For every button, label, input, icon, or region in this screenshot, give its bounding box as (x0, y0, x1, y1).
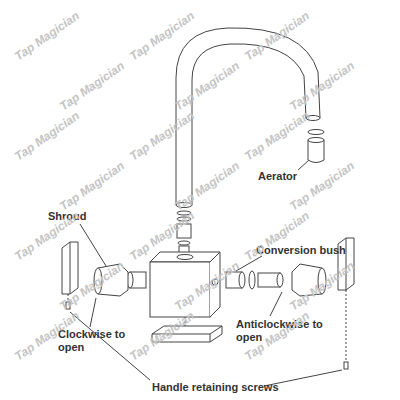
aerator-top (308, 138, 324, 143)
right-screw (344, 362, 348, 369)
shroud-leader (80, 224, 106, 266)
anticlockwise-leader (270, 292, 282, 316)
watermark-text: Tap Magician (12, 109, 82, 164)
watermark-text: Tap Magician (57, 59, 127, 114)
watermark-text: Tap Magician (127, 109, 197, 164)
right-o-ring (249, 271, 255, 289)
right-screw-axis (346, 290, 347, 360)
watermark-text: Tap Magician (242, 9, 312, 64)
aerator-body (308, 140, 324, 163)
watermark-text: Tap Magician (12, 9, 82, 64)
watermark-text: Tap Magician (172, 159, 242, 214)
aerator-leader (298, 160, 309, 170)
right-valve-end (277, 273, 283, 287)
watermark-text: Tap Magician (242, 109, 312, 164)
part-label: Aerator (258, 170, 318, 183)
watermark-text: Tap Magician (172, 59, 242, 114)
left-lever (62, 242, 78, 294)
o-ring (178, 241, 190, 245)
body-hole (177, 255, 193, 260)
watermark-text: Tap Magician (127, 9, 197, 64)
watermark-text: Tap Magician (287, 159, 357, 214)
aerator-ring (308, 130, 324, 135)
clockwise-leader (90, 298, 96, 327)
conversion-bush-end (239, 272, 245, 288)
body-top (150, 252, 220, 262)
watermark-text: Tap Magician (287, 59, 357, 114)
part-label: Handle retaining screws (152, 381, 302, 394)
watermark-text: Tap Magician (57, 159, 127, 214)
left-lever-edge (70, 242, 71, 294)
direction-label: Clockwise to open (58, 328, 128, 354)
